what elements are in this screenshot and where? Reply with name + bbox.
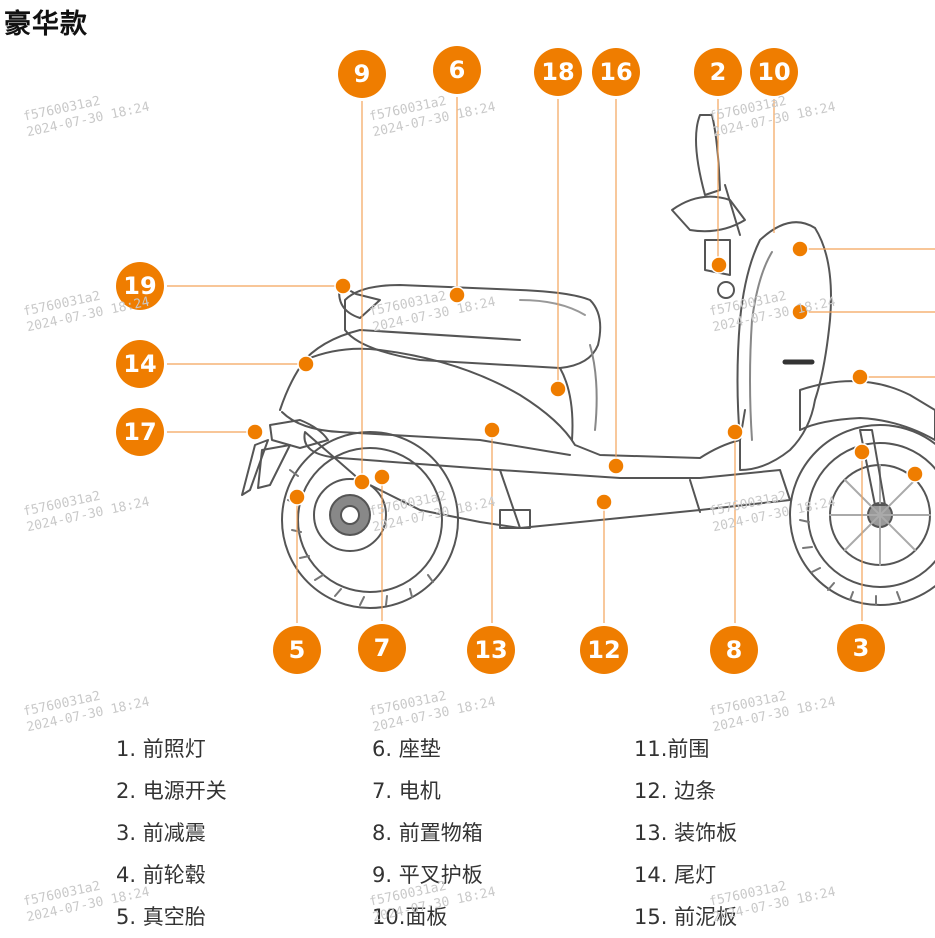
dot-7 bbox=[373, 468, 391, 486]
dot-4 bbox=[906, 465, 924, 483]
legend-item-8: 8. 前置物箱 bbox=[372, 821, 483, 845]
dot-11 bbox=[791, 303, 809, 321]
legend-item-14: 14. 尾灯 bbox=[634, 863, 717, 887]
legend-item-11: 11.前围 bbox=[634, 737, 710, 761]
callout-10: 10 bbox=[750, 48, 798, 96]
dot-5 bbox=[288, 488, 306, 506]
legend-item-13: 13. 装饰板 bbox=[634, 821, 738, 845]
dot-9 bbox=[353, 473, 371, 491]
dot-14 bbox=[297, 355, 315, 373]
callout-7: 7 bbox=[358, 624, 406, 672]
callout-9: 9 bbox=[338, 50, 386, 98]
callout-5: 5 bbox=[273, 626, 321, 674]
legend-column-3: 11.前围 12. 边条 13. 装饰板 14. 尾灯 15. 前泥板 bbox=[634, 728, 737, 938]
callout-17: 17 bbox=[116, 408, 164, 456]
dot-3 bbox=[853, 443, 871, 461]
callout-12: 12 bbox=[580, 626, 628, 674]
legend-item-9: 9. 平叉护板 bbox=[372, 863, 483, 887]
legend-item-2: 2. 电源开关 bbox=[116, 779, 227, 803]
dot-16 bbox=[607, 457, 625, 475]
legend-item-1: 1. 前照灯 bbox=[116, 737, 206, 761]
callout-3: 3 bbox=[837, 624, 885, 672]
callout-8: 8 bbox=[710, 626, 758, 674]
callout-19: 19 bbox=[116, 262, 164, 310]
callout-18: 18 bbox=[534, 48, 582, 96]
page-title: 豪华款 bbox=[4, 9, 88, 40]
legend-item-12: 12. 边条 bbox=[634, 779, 717, 803]
dot-12 bbox=[595, 493, 613, 511]
dot-10 bbox=[791, 240, 809, 258]
callout-13: 13 bbox=[467, 626, 515, 674]
legend-item-4: 4. 前轮毂 bbox=[116, 863, 206, 887]
callout-14: 14 bbox=[116, 340, 164, 388]
legend-column-2: 6. 座垫 7. 电机 8. 前置物箱 9. 平叉护板 10.面板 bbox=[372, 728, 483, 938]
legend-item-7: 7. 电机 bbox=[372, 779, 441, 803]
dot-8 bbox=[726, 423, 744, 441]
legend-item-10: 10.面板 bbox=[372, 905, 448, 929]
rear-wheel bbox=[281, 431, 459, 609]
legend-column-1: 1. 前照灯 2. 电源开关 3. 前减震 4. 前轮毂 5. 真空胎 bbox=[116, 728, 227, 938]
dot-2 bbox=[710, 256, 728, 274]
legend-item-15: 15. 前泥板 bbox=[634, 905, 738, 929]
dot-15 bbox=[851, 368, 869, 386]
callout-6: 6 bbox=[433, 46, 481, 94]
callout-2: 2 bbox=[694, 48, 742, 96]
legend-item-5: 5. 真空胎 bbox=[116, 905, 206, 929]
dot-19 bbox=[334, 277, 352, 295]
front-wheel bbox=[789, 424, 935, 606]
dot-18 bbox=[549, 380, 567, 398]
callout-16: 16 bbox=[592, 48, 640, 96]
dot-6 bbox=[448, 286, 466, 304]
dot-17 bbox=[246, 423, 264, 441]
dot-13 bbox=[483, 421, 501, 439]
legend-item-6: 6. 座垫 bbox=[372, 737, 441, 761]
legend-item-3: 3. 前减震 bbox=[116, 821, 206, 845]
